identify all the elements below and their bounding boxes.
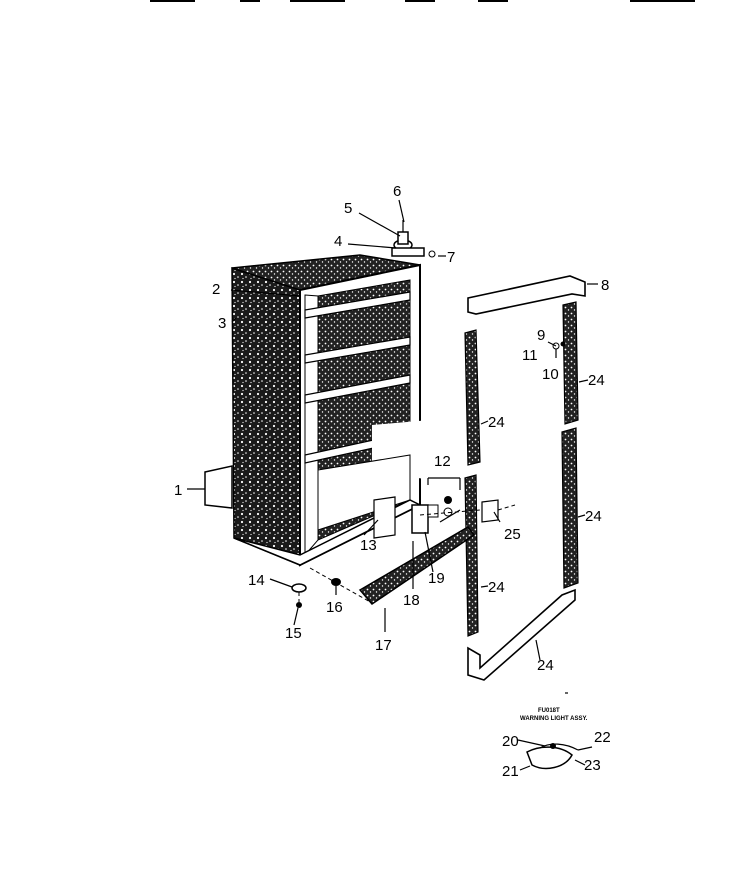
callout-12: 12: [434, 453, 451, 470]
callout-7: 7: [447, 249, 455, 266]
header-fragments: [150, 0, 695, 2]
callout-6: 6: [393, 183, 401, 200]
callout-15: 15: [285, 625, 302, 642]
callout-21: 21: [502, 763, 519, 780]
callout-19: 19: [428, 570, 445, 587]
callout-22: 22: [594, 729, 611, 746]
callout-4: 4: [334, 233, 342, 250]
inset-model: FU018T: [538, 708, 560, 714]
callout-2: 2: [212, 281, 220, 298]
inset-title: WARNING LIGHT ASSY.: [520, 716, 588, 722]
callout-24c: 24: [585, 508, 602, 525]
top-hinge-parts: [391, 220, 436, 258]
cabinet: [231, 254, 430, 567]
callout-8: 8: [601, 277, 609, 294]
part-1-panel: [204, 465, 233, 509]
part-17-kickplate: [358, 526, 476, 605]
callout-24b: 24: [588, 372, 605, 389]
callout-25: 25: [504, 526, 521, 543]
callout-10: 10: [542, 366, 559, 383]
warning-light-inset: FU018T WARNING LIGHT ASSY.: [517, 692, 593, 771]
callout-11: 11: [522, 347, 538, 364]
callout-1: 1: [174, 482, 182, 499]
callout-24e: 24: [537, 657, 554, 674]
callout-13: 13: [360, 537, 377, 554]
callout-17: 17: [375, 637, 392, 654]
callout-23: 23: [584, 757, 601, 774]
callout-18: 18: [403, 592, 420, 609]
callout-20: 20: [502, 733, 519, 750]
part-8-door-top: [467, 275, 586, 315]
bottom-hinge-parts: [373, 496, 499, 539]
leader-lines: [187, 199, 598, 661]
callout-24a: 24: [488, 414, 505, 431]
door-gasket-strips: [464, 301, 579, 681]
callout-labels: 1 2 3 4 5 6 7 8 9 10 11 12 13 14 15 16 1…: [174, 183, 611, 780]
leveling-feet: [291, 578, 341, 608]
callout-14: 14: [248, 572, 265, 589]
callout-16: 16: [326, 599, 343, 616]
guide-lines: [298, 504, 516, 604]
callout-24d: 24: [488, 579, 505, 596]
callout-5: 5: [344, 200, 352, 217]
callout-9: 9: [537, 327, 545, 344]
callout-3: 3: [218, 315, 226, 332]
